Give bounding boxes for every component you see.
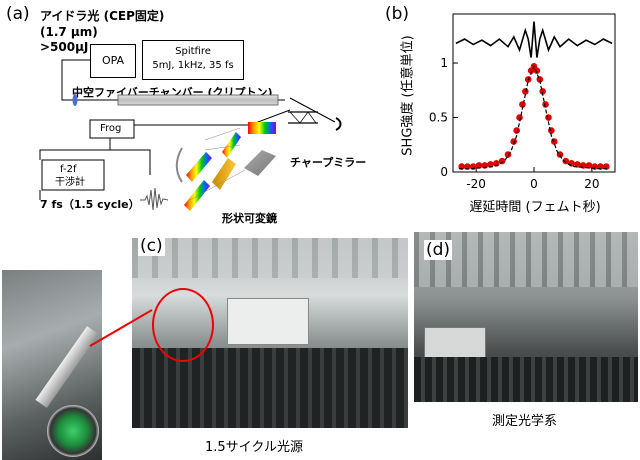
fringe-trace-line <box>455 21 613 58</box>
lab-photo-light-source <box>132 238 408 428</box>
focusing-lens <box>72 94 78 106</box>
frog-label: Frog <box>100 123 122 134</box>
panel-c: (c) 1.5サイクル光源 <box>0 230 410 460</box>
shg-data-point-13 <box>522 88 529 95</box>
beam-to-deformable <box>110 149 151 175</box>
plot-frame <box>452 13 616 173</box>
shg-data-point-19 <box>539 88 546 95</box>
panel-d-caption: 測定光学系 <box>492 414 558 429</box>
f2f-label-line1: f-2f <box>60 164 77 175</box>
setup-diagram <box>39 59 342 211</box>
photo-d-table <box>414 357 638 402</box>
shaper-prism-3 <box>222 132 241 158</box>
chirp-mirror-pair <box>288 111 342 131</box>
source-title: アイドラ光 (CEP固定) <box>40 9 165 23</box>
shg-data-point-27 <box>574 161 581 168</box>
f2f-label-line2: 干渉計 <box>55 177 85 188</box>
shg-data-point-23 <box>550 138 558 145</box>
callout-arrow <box>89 309 153 347</box>
x-tick-label-2: 20 <box>584 177 599 191</box>
inset-photo-fiber <box>2 270 102 460</box>
shg-data-point-10 <box>513 127 520 134</box>
inset-window-ring <box>47 405 99 457</box>
y-tick-label-0: 0 <box>440 165 448 179</box>
shg-data-point-21 <box>545 114 552 121</box>
panel-c-caption: 1.5サイクル光源 <box>205 440 304 455</box>
beam-opa-out <box>61 59 285 101</box>
pulse-waveform <box>140 187 169 211</box>
shg-data-point-5 <box>487 161 494 168</box>
source-wavelength: (1.7 μm) <box>40 25 98 39</box>
spitfire-spec: 5mJ, 1kHz, 35 fs <box>152 60 234 71</box>
panel-a-label: (a) <box>6 4 30 24</box>
chirp-mirror-label: チャープミラー <box>290 156 367 169</box>
panel-d: (d) 測定光学系 <box>410 230 640 460</box>
y-tick-label-2: 1 <box>440 56 448 70</box>
f2f-box <box>41 159 105 191</box>
opa-label: OPA <box>101 54 125 67</box>
hollow-fiber-chamber <box>117 94 279 106</box>
fit-curve-line <box>458 64 610 170</box>
y-tick-label-1: 0.5 <box>429 111 448 125</box>
deformable-mirror-label: 形状可変鏡 <box>222 212 277 225</box>
opa-box: OPA <box>90 44 136 78</box>
photo-equipment-box <box>227 298 309 345</box>
photo-ceiling-pipes <box>132 238 408 278</box>
shg-data-point-25 <box>562 157 570 165</box>
deformable-mirror-shape <box>212 158 236 190</box>
panel-a: (a) アイドラ光 (CEP固定) (1.7 μm) >500μJ OPA Sp… <box>0 0 375 230</box>
shaper-prism-2 <box>184 180 210 211</box>
x-tick-label-1: 0 <box>530 177 538 191</box>
frog-box <box>89 119 135 139</box>
shg-data-point-29 <box>585 162 593 169</box>
shaper-prism-1 <box>186 152 212 182</box>
shg-data-point-17 <box>533 67 541 74</box>
shaper-grey-block <box>244 150 276 176</box>
panel-b-label: (b) <box>385 4 410 24</box>
pulse-shaper <box>175 122 276 211</box>
shg-data-point-11 <box>516 114 523 121</box>
beam-to-chirp <box>289 97 336 123</box>
shg-data-point-26 <box>568 159 575 167</box>
series-layer <box>455 21 613 170</box>
shg-data-point-22 <box>548 127 555 134</box>
x-axis-ticks: -20 0 20 <box>466 167 599 191</box>
shg-data-point-20 <box>542 101 549 108</box>
photo-highlight-ellipse <box>152 288 214 362</box>
spitfire-name: Spitfire <box>175 46 211 57</box>
shaper-spectrum-strip <box>248 122 276 134</box>
shg-data-point-9 <box>510 138 518 145</box>
spitfire-box: Spitfire 5mJ, 1kHz, 35 fs <box>142 40 244 80</box>
x-axis-label: 遅延時間 (フェムト秒) <box>469 200 601 215</box>
pulse-width-label: 7 fs（1.5 cycle） <box>40 198 140 211</box>
x-tick-label-0: -20 <box>466 177 486 191</box>
shg-data-point-3 <box>475 162 483 169</box>
y-axis-label: SHG強度 (任意単位) <box>400 35 416 156</box>
source-energy: >500μJ <box>40 40 89 54</box>
panel-d-label: (d) <box>424 240 453 260</box>
y-axis-ticks: 00.51 <box>429 56 458 179</box>
panel-c-label: (c) <box>138 236 165 256</box>
